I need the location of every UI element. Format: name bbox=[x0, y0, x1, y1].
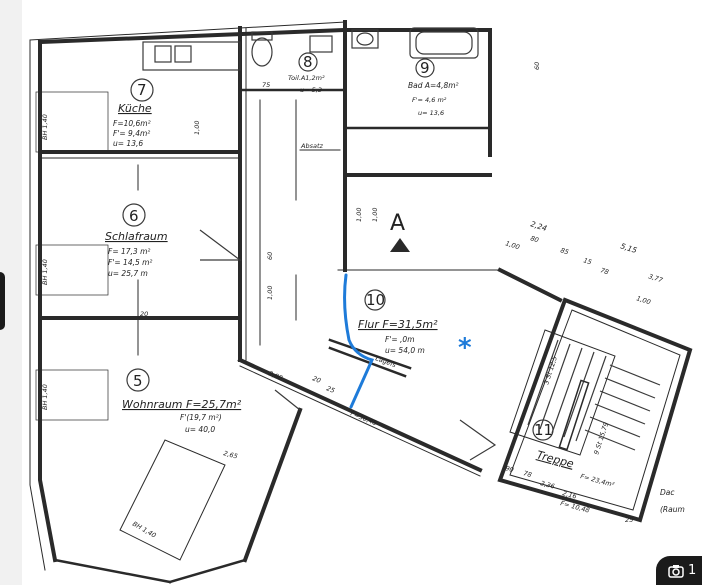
room-number-stairs: 11 bbox=[534, 421, 553, 439]
outer-walls bbox=[29, 21, 492, 584]
marker-a: A bbox=[390, 211, 405, 236]
room-sub-bedroom: F'= 14,5 m² bbox=[108, 258, 152, 267]
annotation-20: 20 bbox=[140, 310, 148, 318]
annotation-236: 2,36 bbox=[539, 479, 555, 490]
window-label: BH 1,40 bbox=[41, 384, 49, 410]
room-number-toilet: 8 bbox=[303, 53, 313, 71]
edge-label: Dac bbox=[660, 488, 675, 497]
blue-stroke-upper bbox=[343, 273, 375, 409]
room-perimeter-kitchen: u= 13,6 bbox=[113, 139, 143, 148]
window-label: BH 1,40 bbox=[41, 259, 49, 285]
dimension-label: 78 bbox=[522, 469, 532, 479]
left-side-handle[interactable] bbox=[0, 272, 5, 330]
room-area-kitchen: F=10,6m² bbox=[113, 119, 151, 128]
stairwell bbox=[497, 297, 693, 523]
dimension-label: 25 bbox=[325, 384, 336, 395]
annotation-absatz: Absatz bbox=[300, 142, 323, 150]
room-name-bedroom: Schlafraum bbox=[105, 230, 168, 243]
dimension-label: 20 bbox=[311, 374, 322, 385]
camera-icon bbox=[668, 564, 684, 578]
room-name-bath: Bad A=4,8m² bbox=[408, 81, 459, 90]
dimension-label: 80 bbox=[529, 234, 539, 244]
fixtures bbox=[35, 27, 497, 561]
scan-margin bbox=[0, 0, 22, 585]
room-name-kitchen: Küche bbox=[118, 102, 152, 115]
room-number-bath: 9 bbox=[420, 59, 430, 77]
dimension-label: 2,16 bbox=[561, 489, 577, 500]
edge-label: (Raum bbox=[660, 505, 685, 514]
camera-badge[interactable]: 1 bbox=[656, 556, 702, 585]
room-perimeter-bedroom: u= 25,7 m bbox=[108, 269, 148, 278]
room-sub-living: F'(19,7 m²) bbox=[180, 413, 222, 422]
dimension-label: 75 bbox=[262, 81, 270, 89]
dimension-label: 1,00 bbox=[355, 208, 363, 222]
dimension-label: 2,65 bbox=[222, 449, 238, 460]
room-perimeter-bath: u= 13,6 bbox=[418, 109, 444, 117]
dimension-label: 60 bbox=[266, 252, 274, 260]
room-sub-hallway: F'= ,0m bbox=[385, 335, 415, 344]
dimension-label: 1,00 bbox=[193, 121, 201, 135]
dimension-label: 15 bbox=[582, 256, 592, 266]
annotation-25: 25 bbox=[625, 516, 633, 524]
room-number-living: 5 bbox=[133, 372, 143, 390]
dimension-label: 90 bbox=[504, 464, 514, 474]
room-perimeter-toilet: u= 5,3 bbox=[300, 86, 322, 94]
room-area-bedroom: F= 17,3 m² bbox=[108, 247, 150, 256]
camera-badge-count: 1 bbox=[688, 563, 697, 578]
room-name-hallway: Flur F=31,5m² bbox=[358, 318, 438, 331]
room-perimeter-living: u= 40,0 bbox=[185, 425, 215, 434]
room-labels: 7 Küche F=10,6m² F'= 9,4m² u= 13,6 8 Toi… bbox=[105, 52, 615, 515]
dimension-label: 1,00 bbox=[266, 286, 274, 300]
room-name-toilet: Toil.A1,2m² bbox=[288, 74, 325, 82]
room-perimeter-hallway: u= 54,0 m bbox=[385, 346, 425, 355]
room-number-bedroom: 6 bbox=[129, 207, 139, 225]
window-label: BH 1,40 bbox=[41, 114, 49, 140]
room-sub-kitchen: F'= 9,4m² bbox=[113, 129, 150, 138]
interior-walls bbox=[38, 20, 563, 584]
dimension-label: 85 bbox=[559, 246, 569, 256]
room-name-living: Wohnraum F=25,7m² bbox=[122, 398, 242, 411]
room-sub-bath: F'= 4,6 m² bbox=[412, 96, 447, 104]
dimension-label: 78 bbox=[599, 266, 609, 276]
blue-star-annotation: * bbox=[458, 333, 472, 363]
dimension-label: 1,00 bbox=[371, 208, 379, 222]
blue-markup bbox=[343, 273, 375, 409]
dimension-label: 60 bbox=[533, 62, 541, 70]
room-number-kitchen: 7 bbox=[137, 81, 147, 99]
room-number-hallway: 10 bbox=[366, 291, 385, 309]
